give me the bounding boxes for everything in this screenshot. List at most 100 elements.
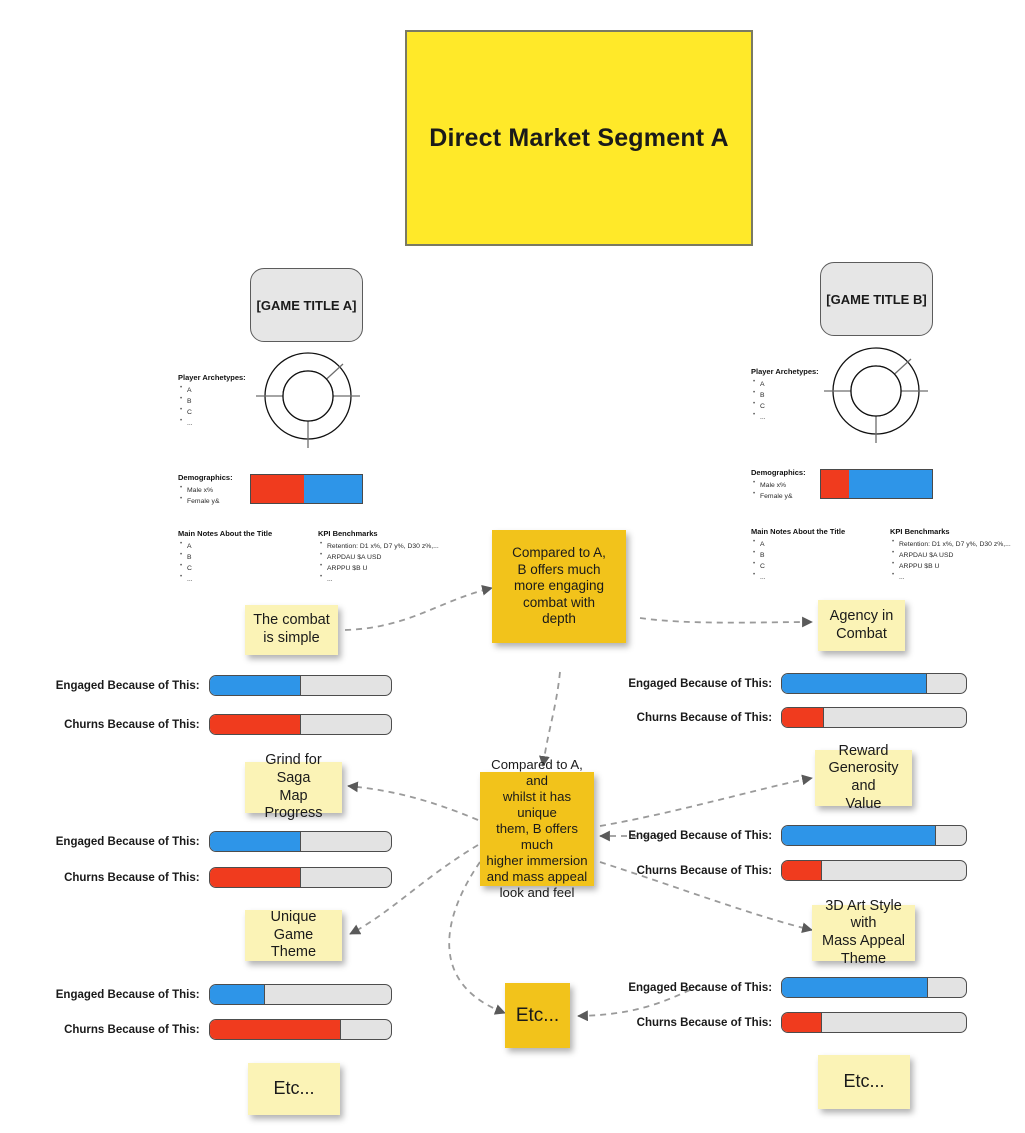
demographics-block-a: Demographics: Male x% Female y& (178, 473, 250, 507)
meter-track-engaged-right-3[interactable] (781, 977, 967, 998)
page-title: Direct Market Segment A (429, 123, 729, 152)
meter-fill-churns (782, 1013, 822, 1032)
list-item: ... (180, 573, 298, 585)
meter-track-churns-right-3[interactable] (781, 1012, 967, 1033)
meter-fill-churns (209, 868, 302, 887)
list-item: C (753, 400, 823, 412)
meter-label-engaged: Engaged Because of This: (628, 677, 773, 690)
meter-fill-churns (209, 715, 302, 734)
note-grind-for-saga-map-progress[interactable]: Grind for Saga Map Progress (245, 752, 342, 821)
meter-track-churns-right-1[interactable] (781, 707, 967, 728)
meter-label-engaged: Engaged Because of This: (55, 679, 200, 692)
meter-track-churns-right-2[interactable] (781, 860, 967, 881)
demographics-bar-a (250, 474, 363, 504)
connector-reward-generosity (599, 774, 813, 827)
meter-row-churns-right-3: Churns Because of This: (625, 1012, 967, 1033)
main-notes-block-a: Main Notes About the Title A B C ... (178, 529, 298, 585)
list-item: A (753, 378, 823, 390)
list-item: Retention: D1 x%, D7 y%, D30 z%,... (892, 538, 1018, 550)
player-archetypes-block-b: Player Archetypes: A B C ... (751, 367, 823, 423)
list-item: C (753, 560, 871, 572)
meter-label-churns: Churns Because of This: (64, 1023, 200, 1036)
meter-track-engaged-right-1[interactable] (781, 673, 967, 694)
meter-track-engaged-left-3[interactable] (208, 984, 392, 1005)
kpi-benchmarks-title-a: KPI Benchmarks (318, 529, 378, 538)
player-archetypes-list-a: A B C ... (178, 384, 250, 429)
list-item: C (180, 406, 250, 418)
note-text: Etc... (515, 1004, 560, 1026)
note-reward-generosity-and-value[interactable]: Reward Generosity and Value (815, 743, 912, 812)
note-compared-combat[interactable]: Compared to A, B offers much more engagi… (492, 530, 626, 643)
kpi-benchmarks-block-b: KPI Benchmarks Retention: D1 x%, D7 y%, … (890, 527, 1018, 583)
main-notes-list-a: A B C ... (178, 540, 298, 585)
banner-direct-market-segment: Direct Market Segment A (405, 30, 753, 246)
list-item: ... (320, 573, 446, 585)
note-3d-art-style[interactable]: 3D Art Style with Mass Appeal Theme (812, 898, 915, 967)
meter-row-churns-right-1: Churns Because of This: (625, 707, 967, 728)
meter-row-churns-left-2: Churns Because of This: (50, 867, 392, 888)
meter-label-engaged: Engaged Because of This: (628, 829, 773, 842)
list-item: Male x% (180, 484, 250, 496)
game-title-card-b[interactable]: [GAME TITLE B] (820, 262, 933, 336)
meter-track-churns-left-3[interactable] (208, 1019, 392, 1040)
note-agency-in-combat[interactable]: Agency in Combat (818, 600, 905, 651)
meter-track-engaged-left-2[interactable] (208, 831, 392, 852)
list-item: ARPDAU $A USD (320, 551, 446, 563)
list-item: ... (892, 571, 1018, 583)
meter-fill-engaged (209, 676, 302, 695)
meter-track-engaged-left-1[interactable] (208, 675, 392, 696)
meter-row-engaged-left-3: Engaged Because of This: (50, 984, 392, 1005)
note-text: Etc... (843, 1071, 885, 1092)
demographics-title-a: Demographics: (178, 473, 233, 482)
main-notes-title-a: Main Notes About the Title (178, 529, 273, 538)
meter-label-churns: Churns Because of This: (64, 871, 200, 884)
kpi-benchmarks-title-b: KPI Benchmarks (890, 527, 950, 536)
note-etc-left[interactable]: Etc... (248, 1063, 340, 1115)
note-unique-game-theme[interactable]: Unique Game Theme (245, 909, 342, 961)
meter-row-engaged-left-1: Engaged Because of This: (50, 675, 392, 696)
list-item: Retention: D1 x%, D7 y%, D30 z%,... (320, 540, 446, 552)
demographics-male-segment-a (251, 475, 305, 503)
meter-label-churns: Churns Because of This: (64, 718, 200, 731)
connector-grind-saga (347, 781, 479, 821)
meter-label-churns: Churns Because of This: (636, 864, 773, 877)
list-item: B (753, 389, 823, 401)
note-text: Compared to A, and whilst it has unique … (486, 756, 588, 901)
note-text: The combat is simple (253, 612, 330, 646)
meter-track-churns-left-2[interactable] (208, 867, 392, 888)
list-item: B (180, 551, 298, 563)
note-text: Agency in Combat (829, 607, 894, 642)
note-combat-is-simple[interactable]: The combat is simple (245, 605, 338, 655)
meter-row-engaged-right-2: Engaged Because of This: (625, 825, 967, 846)
note-text: Compared to A, B offers much more engagi… (512, 545, 606, 627)
demographics-female-segment-b (848, 470, 932, 498)
connector-agency-combat (639, 616, 813, 628)
meter-fill-engaged (782, 826, 936, 845)
note-etc-center[interactable]: Etc... (505, 983, 570, 1048)
meter-label-engaged: Engaged Because of This: (55, 835, 200, 848)
meter-fill-engaged (782, 674, 927, 693)
list-item: ARPPU $B U (892, 560, 1018, 572)
main-notes-block-b: Main Notes About the Title A B C ... (751, 527, 871, 583)
demographics-female-segment-a (304, 475, 362, 503)
list-item: Female y& (180, 495, 250, 507)
note-text: Reward Generosity and Value (828, 742, 899, 812)
meter-row-churns-left-3: Churns Because of This: (50, 1019, 392, 1040)
player-archetypes-list-b: A B C ... (751, 378, 823, 423)
meter-label-engaged: Engaged Because of This: (55, 988, 200, 1001)
list-item: A (180, 540, 298, 552)
demographics-bar-b (820, 469, 933, 499)
note-etc-right[interactable]: Etc... (818, 1055, 910, 1109)
meter-row-engaged-right-3: Engaged Because of This: (625, 977, 967, 998)
meter-fill-engaged (209, 985, 265, 1004)
meter-track-churns-left-1[interactable] (208, 714, 392, 735)
note-compared-immersion[interactable]: Compared to A, and whilst it has unique … (480, 757, 594, 900)
note-text: 3D Art Style with Mass Appeal Theme (821, 897, 906, 967)
list-item: ARPDAU $A USD (892, 549, 1018, 561)
game-title-card-a[interactable]: [GAME TITLE A] (250, 268, 363, 342)
player-archetypes-block-a: Player Archetypes: A B C ... (178, 373, 250, 429)
meter-row-churns-right-2: Churns Because of This: (625, 860, 967, 881)
meter-track-engaged-right-2[interactable] (781, 825, 967, 846)
main-notes-list-b: A B C ... (751, 538, 871, 583)
connector-unique-theme (349, 844, 479, 935)
